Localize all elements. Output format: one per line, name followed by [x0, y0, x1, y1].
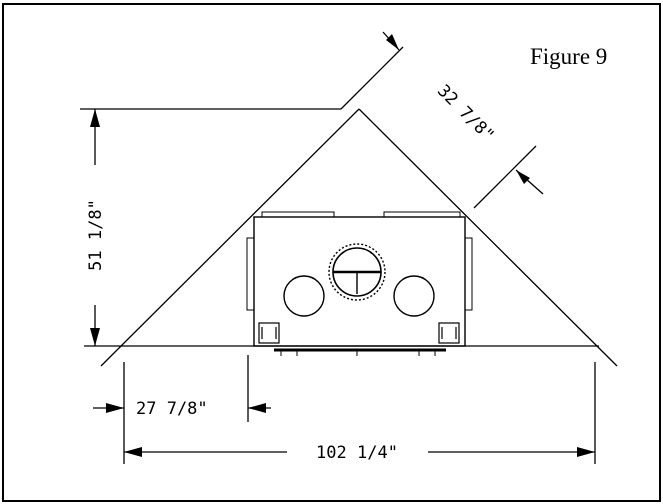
- corner-walls: [84, 108, 618, 367]
- unit-top-lip-right: [383, 211, 461, 218]
- left-wall-line: [100, 108, 360, 367]
- unit-top-lip-left: [261, 211, 335, 218]
- width-arrow-right: [577, 447, 595, 457]
- height-dimension: [80, 108, 341, 346]
- width-arrow-left: [124, 447, 142, 457]
- height-arrow-bottom: [90, 328, 100, 346]
- figure-label: Figure 9: [530, 44, 607, 69]
- height-label: 51 1/8": [86, 199, 106, 271]
- vent-right: [393, 275, 435, 317]
- corner-depth-label: 32 7/8": [433, 81, 498, 146]
- unit-foot-right: [438, 322, 460, 344]
- overall-width-label: 102 1/4": [316, 443, 398, 463]
- height-arrow-top: [90, 109, 100, 127]
- right-wall-line: [358, 108, 618, 367]
- offset-arrow-left: [106, 403, 124, 413]
- fireplace-unit: [246, 211, 473, 356]
- side-offset-dimension: [93, 355, 271, 464]
- depth-ext-top: [340, 46, 404, 110]
- unit-foot-left: [258, 322, 280, 344]
- flue-collar-outer: [328, 243, 386, 301]
- unit-side-bracket-right: [464, 237, 473, 311]
- vent-left: [283, 275, 325, 317]
- side-offset-label: 27 7/8": [136, 399, 208, 419]
- offset-arrow-right: [248, 403, 266, 413]
- unit-body: [253, 216, 466, 347]
- overall-width-dimension: [124, 362, 596, 464]
- unit-side-bracket-left: [246, 237, 255, 311]
- depth-arrow-bottom: [516, 170, 530, 184]
- figure-frame: [2, 3, 661, 502]
- depth-ext-bottom: [473, 145, 537, 209]
- depth-arrow-top: [386, 34, 399, 50]
- corner-depth-dimension: [340, 31, 544, 209]
